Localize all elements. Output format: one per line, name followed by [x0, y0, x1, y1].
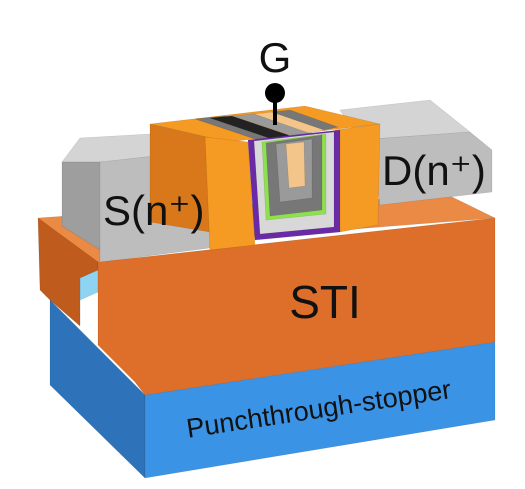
gate-stack — [149, 105, 381, 251]
gate-contact — [265, 83, 285, 125]
drain-label: D(n⁺) — [382, 147, 486, 194]
source-label: S(n⁺) — [103, 187, 205, 234]
gate-label: G — [259, 34, 292, 81]
gate-right-spacer-front — [334, 123, 381, 233]
sti-front-face — [97, 217, 496, 396]
sti-label: STI — [289, 276, 361, 328]
fin-channel — [285, 141, 306, 189]
gate-contact-dot — [265, 83, 285, 103]
gate-top-stripe-3 — [231, 113, 313, 137]
gate-top-stripe-5 — [271, 109, 340, 131]
gate-left-spacer-front — [204, 136, 256, 251]
gate-top-stripe-4 — [253, 111, 327, 134]
